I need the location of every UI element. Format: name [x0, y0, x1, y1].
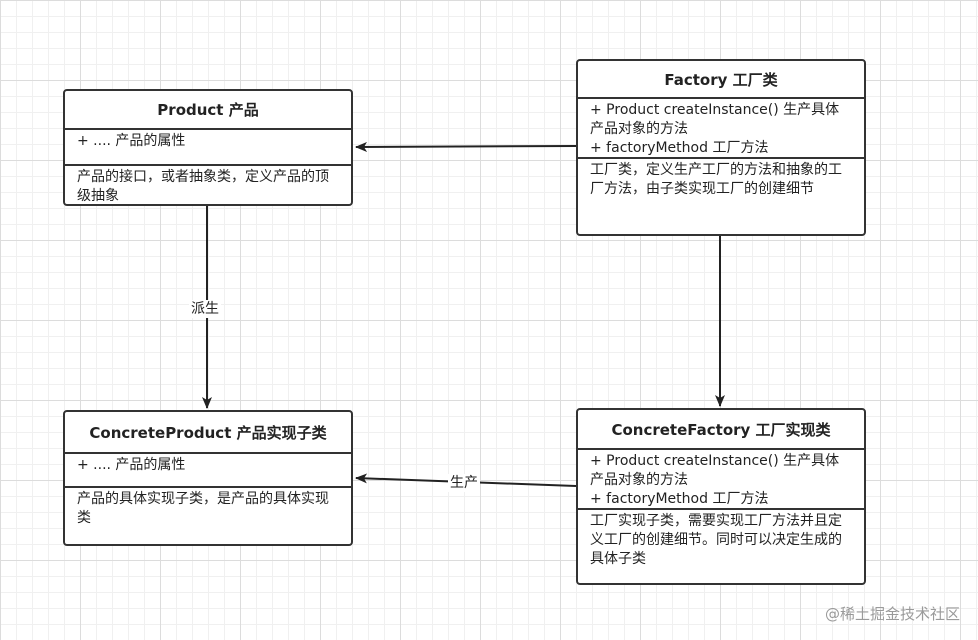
factory-attributes: + Product createInstance() 生产具体产品对象的方法 +…: [578, 99, 864, 159]
factory-attr-1: + factoryMethod 工厂方法: [590, 140, 769, 156]
factory-attr-0: + Product createInstance() 生产具体产品对象的方法: [590, 102, 840, 137]
product-attributes: + .... 产品的属性: [65, 130, 351, 166]
watermark: @稀土掘金技术社区: [824, 605, 960, 623]
concrete-factory-attr-1: + factoryMethod 工厂方法: [590, 491, 769, 507]
factory-class-box[interactable]: Factory 工厂类 + Product createInstance() 生…: [576, 59, 866, 236]
concrete-factory-attributes: + Product createInstance() 生产具体产品对象的方法 +…: [578, 450, 864, 510]
factory-title: Factory 工厂类: [578, 61, 864, 99]
concrete-factory-description: 工厂实现子类，需要实现工厂方法并且定义工厂的创建细节。同时可以决定生成的具体子类: [590, 513, 842, 567]
concrete-product-description: 产品的具体实现子类，是产品的具体实现类: [77, 491, 329, 526]
concrete-product-attributes: + .... 产品的属性: [65, 454, 351, 488]
produce-label: 生产: [448, 474, 480, 492]
product-title: Product 产品: [65, 91, 351, 130]
concrete-factory-title: ConcreteFactory 工厂实现类: [578, 410, 864, 450]
concrete-factory-attr-0: + Product createInstance() 生产具体产品对象的方法: [590, 453, 840, 488]
concrete-product-title: ConcreteProduct 产品实现子类: [65, 412, 351, 454]
derive-label: 派生: [189, 300, 221, 318]
product-class-box[interactable]: Product 产品 + .... 产品的属性 产品的接口，或者抽象类，定义产品…: [63, 89, 353, 206]
factory-to-product-arrow: [355, 141, 577, 152]
product-attr-0: + .... 产品的属性: [77, 133, 186, 149]
concrete-product-class-box[interactable]: ConcreteProduct 产品实现子类 + .... 产品的属性 产品的具…: [63, 410, 353, 546]
factory-description: 工厂类，定义生产工厂的方法和抽象的工厂方法，由子类实现工厂的创建细节: [590, 162, 842, 197]
concrete-factory-class-box[interactable]: ConcreteFactory 工厂实现类 + Product createIn…: [576, 408, 866, 585]
concrete-product-attr-0: + .... 产品的属性: [77, 457, 186, 473]
product-description: 产品的接口，或者抽象类，定义产品的顶级抽象: [77, 169, 329, 204]
